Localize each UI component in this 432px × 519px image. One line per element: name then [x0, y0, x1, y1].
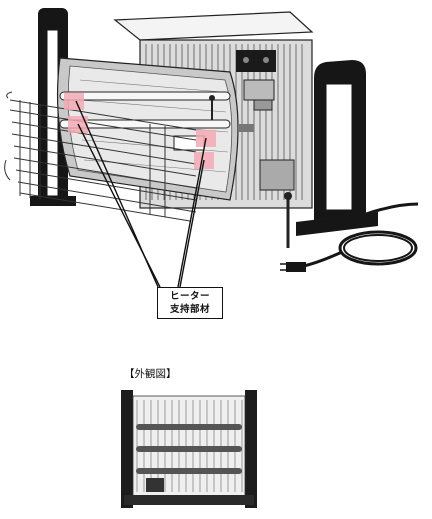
right-side-panel [296, 60, 378, 236]
callout-leader-lines [75, 100, 207, 288]
callout-line-2: 支持部材 [169, 304, 210, 315]
callout-line-1: ヒーター [169, 291, 210, 302]
power-plug [280, 262, 306, 272]
support-highlight [64, 93, 84, 110]
power-cord [303, 202, 419, 268]
exterior-view-image [121, 390, 257, 508]
heater-support-callout: ヒーター 支持部材 [157, 287, 223, 319]
front-grille [4, 91, 197, 222]
exterior-view-caption: 【外観図】 [124, 368, 177, 380]
small-parts [209, 79, 295, 248]
